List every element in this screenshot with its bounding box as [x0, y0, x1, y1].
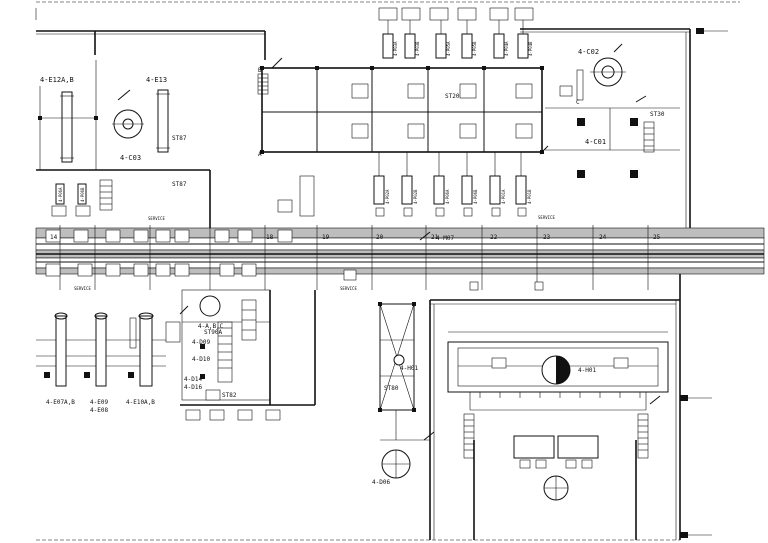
- service-label-4: SERVICE: [340, 286, 357, 291]
- pump-mid-2: 4-P02B: [413, 189, 418, 204]
- col-label-24: 24: [599, 234, 607, 241]
- pump-top-2: 4-P03B: [415, 41, 420, 56]
- c02-label: 4-C02: [578, 48, 599, 56]
- upper-left-equipment: [38, 60, 170, 217]
- c03-label: 4-C03: [120, 154, 141, 162]
- e12ab-label: 4-E12A,B: [40, 76, 74, 84]
- pump-top-3: 4-P05A: [446, 41, 451, 56]
- pumps-top-labels: 4-P03A 4-P03B 4-P05A 4-P05B 4-P04A 4-P04…: [393, 41, 533, 56]
- col-label-22: 22: [490, 234, 498, 241]
- d14-label: 4-D14: [184, 376, 202, 383]
- structure-st20: [257, 66, 544, 154]
- service-label-1: SERVICE: [148, 216, 165, 221]
- pump-left-2: 4-P06B: [80, 187, 85, 202]
- col-label-14: 14: [50, 234, 58, 241]
- st80-structure: [378, 302, 430, 479]
- column-numbers: 14 18 19 20 21 22 23 24 25 SERVICE SERVI…: [50, 215, 661, 291]
- col-label-21: 21: [431, 234, 439, 241]
- st90a-label: ST90A: [204, 329, 222, 336]
- rack-columns: [59, 225, 649, 290]
- col-label-23: 23: [543, 234, 551, 241]
- pumps-mid-group: [299, 152, 527, 217]
- lower-mid-equipment: [165, 289, 271, 401]
- d10-label: 4-D10: [192, 356, 210, 363]
- pump-mid-4: 4-P06B: [473, 189, 478, 204]
- pump-top-4: 4-P05B: [472, 41, 477, 56]
- pumps-top-group: [382, 20, 529, 59]
- col-label-19: 19: [322, 234, 330, 241]
- d09-label: 4-D09: [192, 339, 210, 346]
- top-nameplates: [378, 7, 534, 21]
- pump-mid-1: 4-P02A: [385, 189, 390, 204]
- st20-label: ST20: [445, 93, 460, 100]
- heater-h01: [447, 331, 669, 501]
- s9ab-label: 4-A,B,C: [198, 323, 224, 330]
- col-c-label: C: [576, 99, 580, 106]
- st87-label-1: ST87: [172, 135, 187, 142]
- e13-label: 4-E13: [146, 76, 167, 84]
- col-b-label: B: [258, 67, 262, 74]
- pump-top-6: 4-P04B: [528, 41, 533, 56]
- mid-pump-plates: [277, 199, 527, 217]
- pumps-mid-labels: 4-P02A 4-P02B 4-P06A 4-P06B 4-P01A 4-P01…: [385, 189, 532, 204]
- col-label-20: 20: [376, 234, 384, 241]
- e07ab-label: 4-E07A,B: [46, 399, 75, 406]
- pump-top-1: 4-P03A: [393, 41, 398, 56]
- st80-label: ST80: [384, 385, 399, 392]
- upper-right-equipment: [545, 57, 680, 178]
- pump-mid-5: 4-P01A: [501, 189, 506, 204]
- col-label-18: 18: [266, 234, 274, 241]
- service-label-3: SERVICE: [74, 286, 91, 291]
- h01-label: 4-H01: [578, 367, 596, 374]
- d16-label: 4-D16: [184, 384, 202, 391]
- st87-label-2: ST87: [172, 181, 187, 188]
- h01-label-small: 4-H01: [400, 365, 418, 372]
- d06-label: 4-D06: [372, 479, 390, 486]
- col-a-label: A: [258, 151, 262, 158]
- lower-left-equipment: [36, 312, 281, 421]
- m07-label: 4-M07: [436, 235, 454, 242]
- pump-top-5: 4-P04A: [504, 41, 509, 56]
- pump-left-1: 4-P06A: [58, 187, 63, 202]
- col-label-25: 25: [653, 234, 661, 241]
- leader-arrows: [117, 43, 661, 441]
- pump-mid-6: 4-P01B: [527, 189, 532, 204]
- service-label-2: SERVICE: [538, 215, 555, 220]
- e09-label: 4-E09: [90, 399, 108, 406]
- e08-label: 4-E08: [90, 407, 108, 414]
- right-markers: [35, 8, 728, 538]
- e10ab-label: 4-E10A,B: [126, 399, 155, 406]
- st30-label: ST30: [650, 111, 665, 118]
- pump-mid-3: 4-P06A: [445, 189, 450, 204]
- c01-label: 4-C01: [585, 138, 606, 146]
- rack-boxes: [45, 229, 544, 291]
- st82-label: ST82: [222, 392, 237, 399]
